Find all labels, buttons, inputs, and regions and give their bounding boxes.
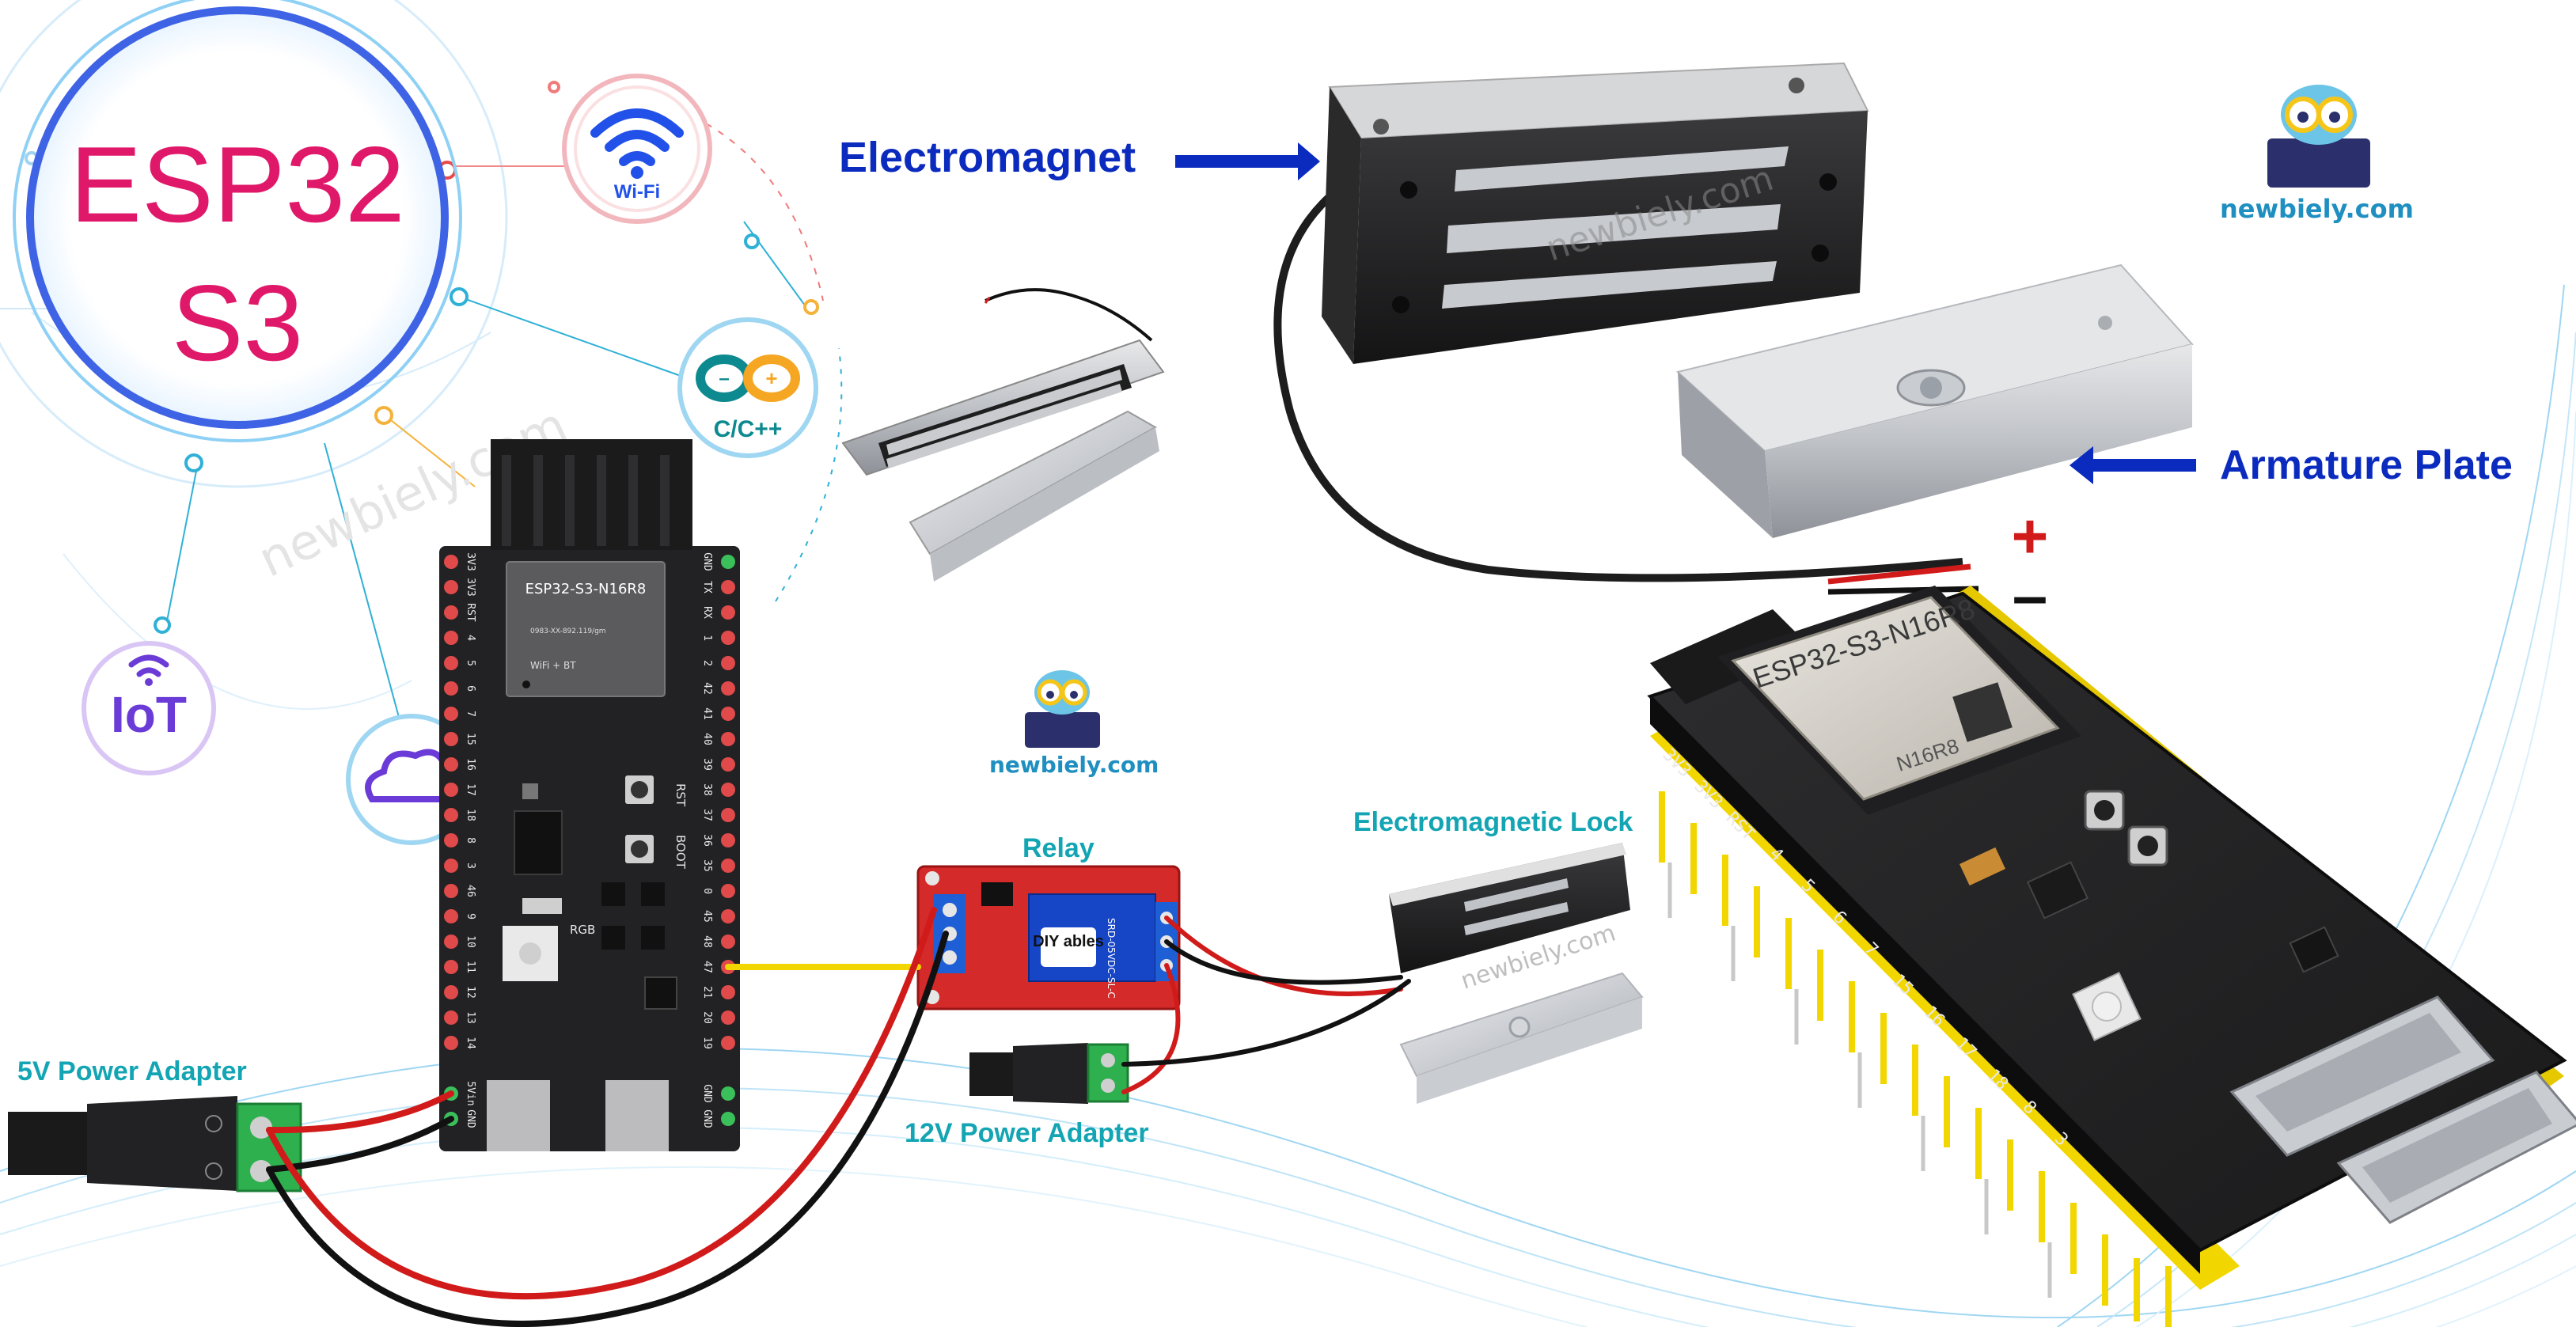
left-pin-label: 13 [465, 1011, 476, 1024]
esp32-s3-board-diagram: ESP32-S3-N16R8 0983-XX-892.119/gm WiFi +… [439, 439, 740, 1151]
owl-logo-middle [1025, 670, 1100, 748]
armature-plate-label: Armature Plate [2220, 442, 2513, 488]
electromagnet-photo [1273, 62, 1979, 595]
left-pin-label: 12 [465, 986, 476, 999]
right-pin-label: 48 [701, 935, 713, 948]
right-pin-label: 36 [701, 834, 713, 847]
left-pin-label: 17 [465, 783, 476, 796]
right-pin-label: 2 [701, 660, 713, 666]
right-pin-label: 35 [701, 859, 713, 872]
right-pin-label: GND [701, 552, 713, 571]
dc-adapter-12v [969, 1043, 1129, 1104]
left-pin-label: GND [465, 1109, 476, 1128]
right-pin-label: 40 [701, 733, 713, 745]
arrow-left-icon [2070, 446, 2196, 484]
left-pin-label: 18 [465, 809, 476, 821]
wifi-label: Wi-Fi [614, 181, 660, 203]
left-pin-label: 7 [465, 711, 476, 717]
left-pin-labels: 3V33V3RST4567151617188346910111213145Vin… [465, 552, 476, 1128]
relay-module: DIY ables SRD-05VDC-SL-C [916, 865, 1181, 1010]
board-wifi-bt: WiFi + BT [530, 660, 576, 671]
left-pin-label: 5Vin [465, 1081, 476, 1105]
iot-badge: IoT [82, 641, 216, 775]
relay-model: SRD-05VDC-SL-C [1106, 918, 1117, 999]
right-pin-label: 42 [701, 682, 713, 695]
wires [266, 907, 1411, 1327]
right-pin-label: GND [701, 1109, 713, 1128]
left-pin-label: RST [465, 603, 476, 622]
rst-label: RST [673, 783, 688, 807]
left-pin-label: 6 [465, 685, 476, 692]
arduino-infinity-icon [696, 354, 800, 402]
right-pin-label: RX [701, 606, 713, 619]
left-pin-label: 5 [465, 660, 476, 666]
right-pin-label: 38 [701, 783, 713, 796]
left-pin-label: 11 [465, 961, 476, 973]
svg-text:+: + [765, 366, 777, 390]
polarity-plus: + [2012, 501, 2049, 571]
chip-line2: S3 [172, 263, 303, 383]
electromagnetic-lock-part [1389, 843, 1644, 1104]
right-pin-label: 45 [701, 910, 713, 923]
right-pin-label: 1 [701, 635, 713, 641]
esp32-s3-board-photo: ESP32-S3-N16R8 N16R8 3V3 3V3 RST 4 5 6 7… [1647, 586, 2576, 1327]
wifi-icon [590, 108, 684, 166]
site-brand-middle: newbiely.com [989, 752, 1159, 778]
board-model: ESP32-S3-N16R8 [525, 581, 647, 597]
wifi-badge: Wi-Fi [562, 74, 712, 224]
cpp-label: C/C++ [714, 416, 783, 442]
board-cert: 0983-XX-892.119/gm [530, 627, 606, 635]
left-pin-label: 4 [465, 635, 476, 641]
left-pin-label: 14 [465, 1037, 476, 1049]
left-pin-label: 3 [465, 863, 476, 869]
left-pin-label: 8 [465, 837, 476, 844]
right-pin-label: 39 [701, 758, 713, 771]
arrow-right-icon [1175, 142, 1320, 180]
right-pin-labels: GNDTXRX1242414039383736350454847212019GN… [701, 552, 713, 1128]
iot-signal-icon [128, 654, 169, 677]
owl-logo-top [2267, 85, 2370, 188]
armature-plate-photo [1675, 264, 2194, 538]
dc-adapter-5v [8, 1096, 302, 1192]
cpp-badge: – + C/C++ [677, 317, 818, 458]
left-pin-header [444, 555, 458, 1126]
right-pin-label: 37 [701, 809, 713, 821]
polarity-minus: – [2013, 560, 2048, 631]
right-pin-label: 21 [701, 986, 713, 999]
power-5v-label: 5V Power Adapter [17, 1056, 247, 1086]
chip-line1: ESP32 [70, 124, 404, 245]
maglock-photo [841, 288, 1165, 582]
left-pin-label: 3V3 [465, 552, 476, 571]
left-pin-label: 16 [465, 758, 476, 771]
svg-text:–: – [719, 368, 729, 389]
esp32-s3-badge: ESP32 S3 [13, 0, 462, 442]
right-pin-label: 20 [701, 1011, 713, 1024]
relay-brand: DIY ables [1033, 933, 1104, 950]
iot-label: IoT [111, 686, 187, 743]
left-pin-label: 46 [465, 885, 476, 897]
left-pin-label: 10 [465, 935, 476, 948]
rgb-label: RGB [570, 923, 595, 937]
right-pin-label: 47 [701, 961, 713, 973]
site-brand-top: newbiely.com [2220, 194, 2414, 224]
left-pin-label: 15 [465, 733, 476, 745]
boot-label: BOOT [673, 835, 688, 870]
right-pin-label: 0 [701, 888, 713, 894]
owl-logo-icon [2267, 85, 2370, 188]
right-pin-label: 41 [701, 707, 713, 720]
relay-label: Relay [1022, 833, 1095, 863]
right-pin-label: TX [701, 581, 713, 593]
right-pin-header [721, 555, 735, 1126]
power-12v-label: 12V Power Adapter [905, 1118, 1149, 1148]
electromagnet-label: Electromagnet [839, 134, 1136, 181]
left-pin-label: 9 [465, 913, 476, 919]
electromagnetic-lock-label: Electromagnetic Lock [1353, 807, 1633, 837]
left-pin-label: 3V3 [465, 578, 476, 596]
right-pin-label: GND [701, 1084, 713, 1103]
right-pin-label: 19 [701, 1037, 713, 1049]
